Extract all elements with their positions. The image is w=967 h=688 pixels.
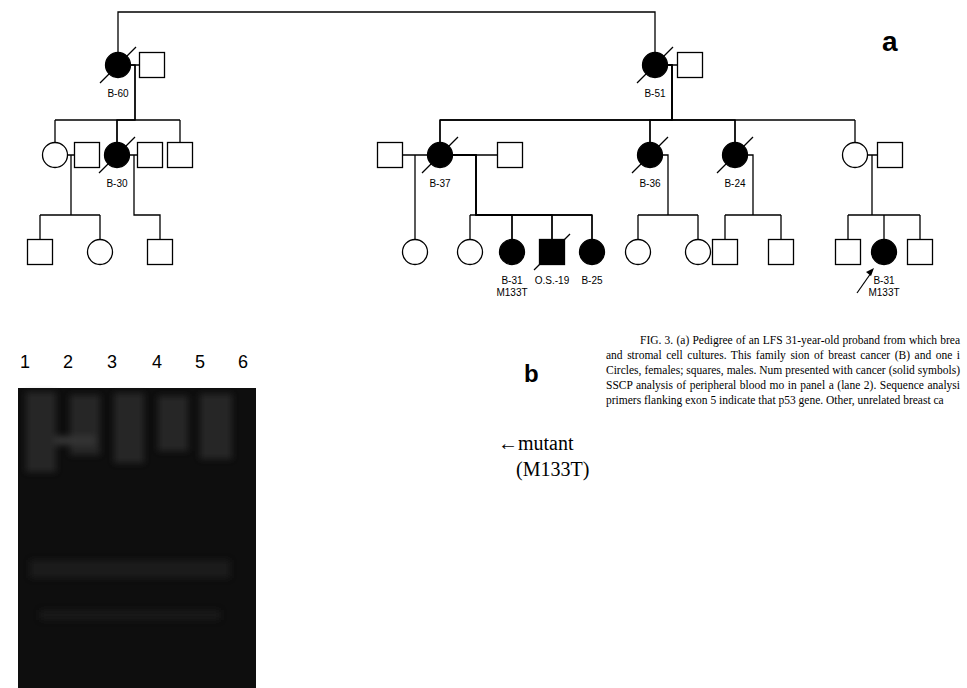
pedigree-symbol <box>539 239 565 265</box>
female-symbol: B-25 <box>579 239 605 287</box>
pedigree-symbol <box>579 239 605 265</box>
female-symbol: B-31M133T <box>867 239 901 299</box>
panel-letter: b <box>524 360 539 388</box>
individual-label: B-30 <box>104 178 130 190</box>
female-symbol: B-60 <box>105 52 131 100</box>
male-symbol: O.S.-19 <box>534 239 571 287</box>
pedigree-symbol <box>105 52 131 78</box>
female-symbol: B-36 <box>637 142 663 190</box>
pedigree-symbol <box>427 142 453 168</box>
descent-line <box>440 65 672 142</box>
gel-annotation: ←mutant <box>498 432 574 455</box>
pedigree-symbol <box>104 142 130 168</box>
pedigree-symbol <box>499 239 525 265</box>
lane-number: 1 <box>20 352 30 373</box>
individual-label: M133T <box>495 287 529 299</box>
individual-label: B-36 <box>637 178 663 190</box>
descent-line <box>668 65 735 142</box>
individual-label: O.S.-19 <box>534 275 571 287</box>
individual-label: M133T <box>867 287 901 299</box>
individual-label: B-51 <box>642 88 668 100</box>
descent-line <box>118 12 655 52</box>
female-symbol: B-30 <box>104 142 130 190</box>
female-symbol: B-37 <box>427 142 453 190</box>
descent-line <box>453 155 552 239</box>
individual-label: B-24 <box>722 178 748 190</box>
pedigree-symbol <box>871 239 897 265</box>
pedigree-symbol <box>637 142 663 168</box>
female-symbol: B-51 <box>642 52 668 100</box>
descent-line <box>453 155 512 239</box>
lane-number: 5 <box>195 352 205 373</box>
gel-annotation: (M133T) <box>516 458 589 481</box>
pedigree-symbol <box>642 52 668 78</box>
individual-label: B-25 <box>579 275 605 287</box>
lane-number: 4 <box>152 352 162 373</box>
female-symbol: B-31M133T <box>495 239 529 299</box>
panel-letter: a <box>882 26 898 58</box>
individual-label: B-31 <box>495 275 529 287</box>
lane-number: 3 <box>107 352 117 373</box>
descent-line <box>453 155 592 239</box>
individual-label: B-60 <box>105 88 131 100</box>
lane-number: 2 <box>63 352 73 373</box>
pedigree-symbol <box>722 142 748 168</box>
individual-label: B-37 <box>427 178 453 190</box>
female-symbol: B-24 <box>722 142 748 190</box>
figure-caption: FIG. 3. (a) Pedigree of an LFS 31-year-o… <box>606 333 960 408</box>
individual-label: B-31 <box>867 275 901 287</box>
lane-number: 6 <box>238 352 248 373</box>
